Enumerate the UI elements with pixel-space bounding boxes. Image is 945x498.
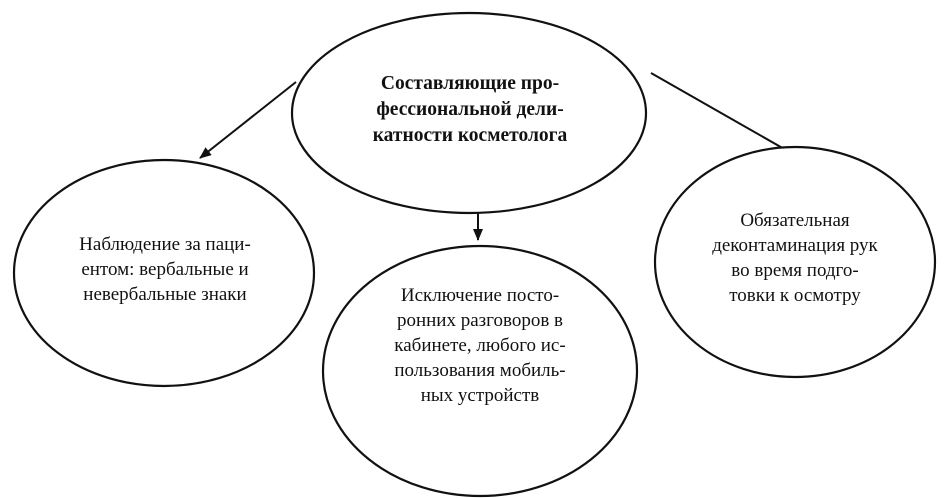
arrow-center-to-right [650,72,801,159]
node-label-line: товки к осмотру [729,285,861,306]
node-label-line: фессиональной дели- [376,99,564,120]
node-label-line: Наблюдение за паци- [79,233,251,255]
node-label-line: невербальные знаки [83,283,247,305]
node-label-line: во время подго- [731,260,859,281]
node-label-line: Обязательная [740,210,850,231]
node-label-line: ных устройств [420,384,540,406]
right-node-label: Обязательная деконтаминация рук во время п… [670,203,920,313]
node-label-line: Исключение посто- [400,284,560,306]
middle-node-ellipse [321,244,639,498]
node-label-line: катности косметолога [372,125,568,146]
center-node-label: Составляющие про-фессиональной дели-катн… [300,60,640,160]
center-node-ellipse [290,11,648,215]
node-label-line: ентом: вербальные и [81,258,249,280]
node-label-line: пользования мобиль- [394,359,566,381]
middle-node-label: Исключение посто-ронних разговоров в каби… [340,280,620,410]
left-node-ellipse [12,158,316,388]
node-label-line: деконтаминация рук [712,235,878,256]
left-node-label: Наблюдение за паци-ентом: вербальные и не… [30,224,300,314]
node-label-line: Составляющие про- [380,73,560,94]
arrow-center-to-left [199,81,297,159]
right-node-ellipse [653,145,937,379]
node-label-line: ронних разговоров в [396,309,564,331]
node-label-line: кабинете, любого ис- [394,334,566,356]
